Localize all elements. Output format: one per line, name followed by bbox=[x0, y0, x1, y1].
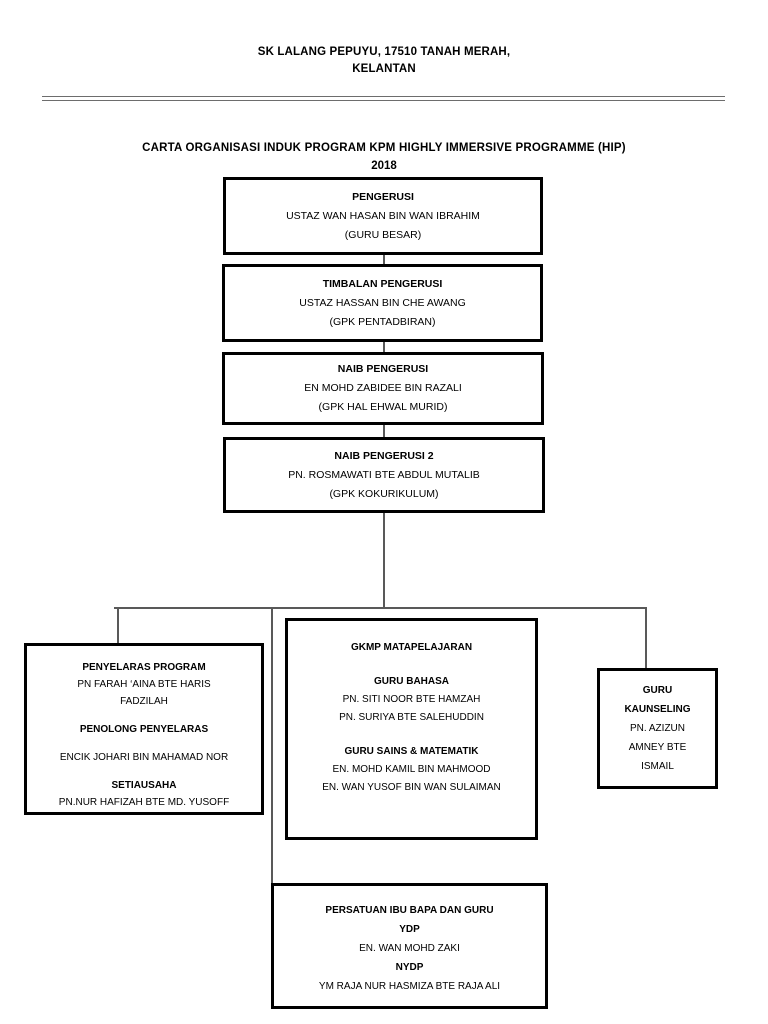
node-line: PENYELARAS PROGRAM bbox=[82, 662, 206, 673]
node-line: PN. AZIZUN bbox=[629, 723, 685, 734]
node-timbalan-pengerusi: TIMBALAN PENGERUSI USTAZ HASSAN BIN CHE … bbox=[222, 264, 543, 342]
connector-pengerusi-to-timbalan bbox=[383, 254, 385, 265]
node-line: PN. SITI NOOR BTE HAMZAH bbox=[342, 694, 481, 705]
chart-title: CARTA ORGANISASI INDUK PROGRAM KPM HIGHL… bbox=[0, 139, 768, 175]
connector-naib2-to-bus bbox=[383, 512, 385, 609]
node-line: GKMP MATAPELAJARAN bbox=[350, 642, 473, 653]
school-name-line-2: KELANTAN bbox=[352, 63, 416, 75]
node-line: PERSATUAN IBU BAPA DAN GURU bbox=[325, 905, 494, 916]
node-line: SETIAUSAHA bbox=[111, 780, 177, 791]
connector-horizontal-bus bbox=[114, 607, 646, 609]
node-line: FADZILAH bbox=[120, 696, 168, 707]
connector-bus-to-penyelaras bbox=[117, 607, 119, 644]
node-line: GURU SAINS & MATEMATIK bbox=[344, 746, 479, 757]
connector-bus-to-kaunseling bbox=[645, 607, 647, 669]
node-line: TIMBALAN PENGERUSI bbox=[322, 277, 443, 290]
node-line: GURU BAHASA bbox=[374, 676, 449, 687]
node-line: ISMAIL bbox=[641, 761, 674, 772]
node-line: PN FARAH ‘AINA BTE HARIS bbox=[77, 679, 211, 690]
node-line: KAUNSELING bbox=[624, 704, 691, 715]
chart-title-line-1: CARTA ORGANISASI INDUK PROGRAM KPM HIGHL… bbox=[142, 142, 626, 154]
node-line: ENCIK JOHARI BIN MAHAMAD NOR bbox=[59, 752, 229, 763]
header-divider-rule bbox=[42, 96, 725, 101]
connector-bus-to-pibg bbox=[271, 607, 273, 884]
school-name-line-1: SK LALANG PEPUYU, 17510 TANAH MERAH, bbox=[257, 46, 511, 58]
connector-timbalan-to-naib bbox=[383, 341, 385, 353]
node-line: EN. WAN YUSOF BIN WAN SULAIMAN bbox=[322, 782, 501, 793]
node-naib-pengerusi: NAIB PENGERUSI EN MOHD ZABIDEE BIN RAZAL… bbox=[222, 352, 544, 425]
node-line: PN.NUR HAFIZAH BTE MD. YUSOFF bbox=[58, 797, 230, 808]
node-line: EN MOHD ZABIDEE BIN RAZALI bbox=[304, 382, 462, 394]
node-line: YM RAJA NUR HASMIZA BTE RAJA ALI bbox=[318, 981, 501, 992]
connector-naib-to-naib2 bbox=[383, 424, 385, 438]
node-line: GURU bbox=[642, 685, 673, 696]
node-line: USTAZ WAN HASAN BIN WAN IBRAHIM bbox=[286, 209, 480, 222]
node-line: NYDP bbox=[395, 962, 424, 973]
node-line: PN. SURIYA BTE SALEHUDDIN bbox=[339, 712, 484, 723]
node-persatuan-ibu-bapa-dan-guru: PERSATUAN IBU BAPA DAN GURU YDP EN. WAN … bbox=[271, 883, 548, 1009]
node-line: EN. WAN MOHD ZAKI bbox=[359, 943, 460, 954]
node-naib-pengerusi-2: NAIB PENGERUSI 2 PN. ROSMAWATI BTE ABDUL… bbox=[223, 437, 545, 513]
node-line: NAIB PENGERUSI bbox=[337, 363, 429, 375]
node-line: EN. MOHD KAMIL BIN MAHMOOD bbox=[332, 764, 491, 775]
node-pengerusi: PENGERUSI USTAZ WAN HASAN BIN WAN IBRAHI… bbox=[223, 177, 543, 255]
node-gkmp-matapelajaran: GKMP MATAPELAJARAN GURU BAHASA PN. SITI … bbox=[285, 618, 538, 840]
node-line: PENOLONG PENYELARAS bbox=[79, 724, 209, 735]
school-header: SK LALANG PEPUYU, 17510 TANAH MERAH, KEL… bbox=[0, 44, 768, 78]
node-line: YDP bbox=[399, 924, 420, 935]
node-line: PN. ROSMAWATI BTE ABDUL MUTALIB bbox=[288, 468, 480, 481]
chart-title-line-2: 2018 bbox=[371, 160, 397, 172]
node-line: PENGERUSI bbox=[352, 190, 414, 203]
node-line: NAIB PENGERUSI 2 bbox=[334, 449, 434, 462]
node-line: (GPK KOKURIKULUM) bbox=[329, 487, 439, 500]
node-guru-kaunseling: GURU KAUNSELING PN. AZIZUN AMNEY BTE ISM… bbox=[597, 668, 718, 789]
node-line: (GPK PENTADBIRAN) bbox=[329, 315, 436, 328]
node-line: (GPK HAL EHWAL MURID) bbox=[318, 401, 448, 413]
node-line: (GURU BESAR) bbox=[344, 228, 422, 241]
node-line: AMNEY BTE bbox=[628, 742, 687, 753]
node-line: USTAZ HASSAN BIN CHE AWANG bbox=[299, 296, 466, 309]
node-penyelaras-program: PENYELARAS PROGRAM PN FARAH ‘AINA BTE HA… bbox=[24, 643, 264, 815]
